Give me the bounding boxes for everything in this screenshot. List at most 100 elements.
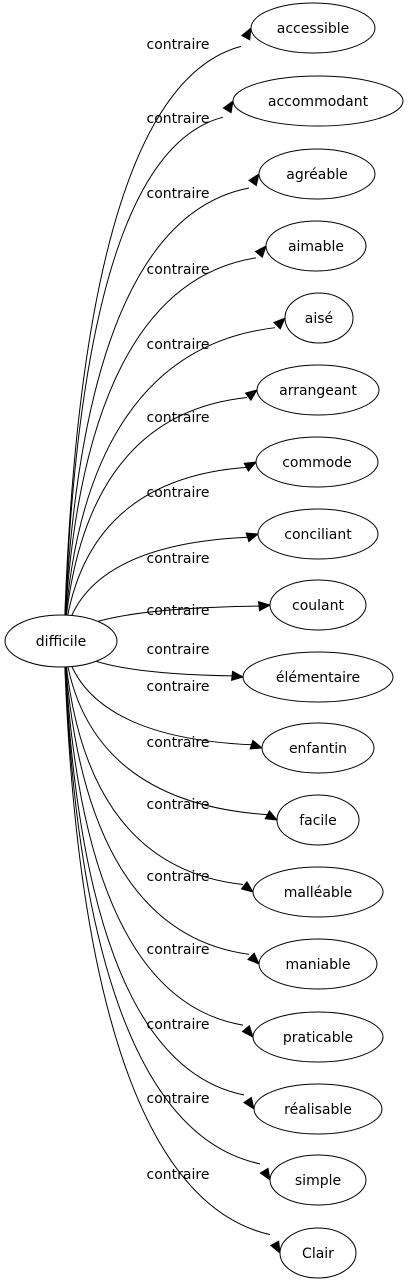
edge-label: contraire xyxy=(147,485,210,501)
edge: contraire xyxy=(63,640,255,1111)
edge-line xyxy=(63,640,244,885)
edge-line xyxy=(63,327,276,642)
target-node-ellipse xyxy=(253,1083,383,1135)
source-node: difficile xyxy=(4,614,118,668)
arrow-head xyxy=(259,1167,271,1182)
arrow-head xyxy=(243,1096,255,1111)
target-node: accessible xyxy=(250,2,376,54)
target-node-label: praticable xyxy=(283,1030,353,1046)
arrow-head xyxy=(243,461,258,473)
edge-label: contraire xyxy=(147,186,210,202)
target-node: facile xyxy=(276,794,360,846)
target-node: agréable xyxy=(258,148,376,200)
target-node: conciliant xyxy=(257,508,379,560)
edge-label: contraire xyxy=(147,1017,210,1033)
target-node: arrangeant xyxy=(256,364,380,416)
edge-line xyxy=(63,45,242,642)
edge-label: contraire xyxy=(147,551,210,567)
arrow-head xyxy=(269,1240,281,1255)
target-node: aimable xyxy=(265,220,367,272)
source-node-ellipse xyxy=(4,614,118,668)
edge: contraire xyxy=(63,640,254,1039)
target-node-label: aisé xyxy=(305,311,333,327)
target-node-ellipse xyxy=(232,75,404,127)
arrow-head xyxy=(273,317,286,330)
target-node-ellipse xyxy=(257,508,379,560)
arrow-head xyxy=(240,26,252,41)
target-node: Clair xyxy=(279,1227,357,1279)
target-node-ellipse xyxy=(258,938,378,990)
edge: contraire xyxy=(63,389,259,642)
target-node-ellipse xyxy=(279,1227,357,1279)
arrow-head xyxy=(248,172,260,187)
target-node-ellipse xyxy=(276,794,360,846)
arrow-head xyxy=(241,1024,254,1039)
target-node-label: coulant xyxy=(292,598,344,614)
target-node-label: réalisable xyxy=(284,1102,352,1118)
target-node-ellipse xyxy=(242,651,394,703)
edge-label: contraire xyxy=(147,603,210,619)
arrow-head xyxy=(231,670,245,681)
edge-label: contraire xyxy=(147,942,210,958)
target-node-ellipse xyxy=(250,2,376,54)
edge-label: contraire xyxy=(147,642,210,658)
target-node: enfantin xyxy=(261,722,375,774)
target-node-label: malléable xyxy=(284,885,353,901)
edge-line xyxy=(63,640,271,1236)
target-node-ellipse xyxy=(256,364,380,416)
target-node: commode xyxy=(255,436,379,488)
target-node: maniable xyxy=(258,938,378,990)
target-node-label: facile xyxy=(299,813,337,829)
target-node-label: agréable xyxy=(286,167,348,183)
target-node-label: aimable xyxy=(288,239,344,255)
edge-line xyxy=(63,640,244,1026)
edge-label: contraire xyxy=(147,1091,210,1107)
edge: contraire xyxy=(63,640,271,1182)
edge: contraire xyxy=(63,640,279,821)
edge-line xyxy=(63,116,224,642)
nodes-layer: difficile accessible accommodant agréable a… xyxy=(4,2,404,1279)
edge-line xyxy=(63,257,257,642)
edge-line xyxy=(63,640,250,955)
edge-label: contraire xyxy=(147,735,210,751)
target-node: malléable xyxy=(252,866,384,918)
target-node-label: maniable xyxy=(286,957,351,973)
target-node-label: simple xyxy=(295,1173,341,1189)
edge-label: contraire xyxy=(147,1167,210,1183)
edge-line xyxy=(63,640,261,1165)
edge-line xyxy=(63,397,248,642)
edge-label: contraire xyxy=(147,37,210,53)
target-node: aisé xyxy=(284,292,354,344)
target-node: réalisable xyxy=(253,1083,383,1135)
edge: contraire xyxy=(63,317,286,642)
target-node-ellipse xyxy=(269,1154,367,1206)
edge-label: contraire xyxy=(147,111,210,127)
target-node-ellipse xyxy=(258,148,376,200)
edge: contraire xyxy=(63,640,260,965)
target-node-label: arrangeant xyxy=(279,383,357,399)
target-node: simple xyxy=(269,1154,367,1206)
target-node-ellipse xyxy=(265,220,367,272)
target-node-label: accommodant xyxy=(268,94,369,110)
edge: contraire xyxy=(63,26,252,642)
edge-label: contraire xyxy=(147,337,210,353)
edge-label: contraire xyxy=(147,679,210,695)
arrow-head xyxy=(258,601,272,612)
target-node-ellipse xyxy=(269,579,367,631)
target-node-ellipse xyxy=(261,722,375,774)
arrow-head xyxy=(247,952,260,965)
edge-label: contraire xyxy=(147,262,210,278)
arrow-head xyxy=(245,532,260,543)
target-node: élémentaire xyxy=(242,651,394,703)
arrow-head xyxy=(240,880,255,893)
arrow-head xyxy=(249,739,264,750)
arrow-head xyxy=(222,99,234,114)
arrow-head xyxy=(254,244,267,259)
edge-line xyxy=(63,187,250,642)
source-node-label: difficile xyxy=(36,634,86,650)
edge: contraire xyxy=(63,640,281,1255)
edge-label: contraire xyxy=(147,869,210,885)
edge: contraire xyxy=(63,640,255,893)
target-node-ellipse xyxy=(255,436,379,488)
edge-line xyxy=(63,640,268,816)
